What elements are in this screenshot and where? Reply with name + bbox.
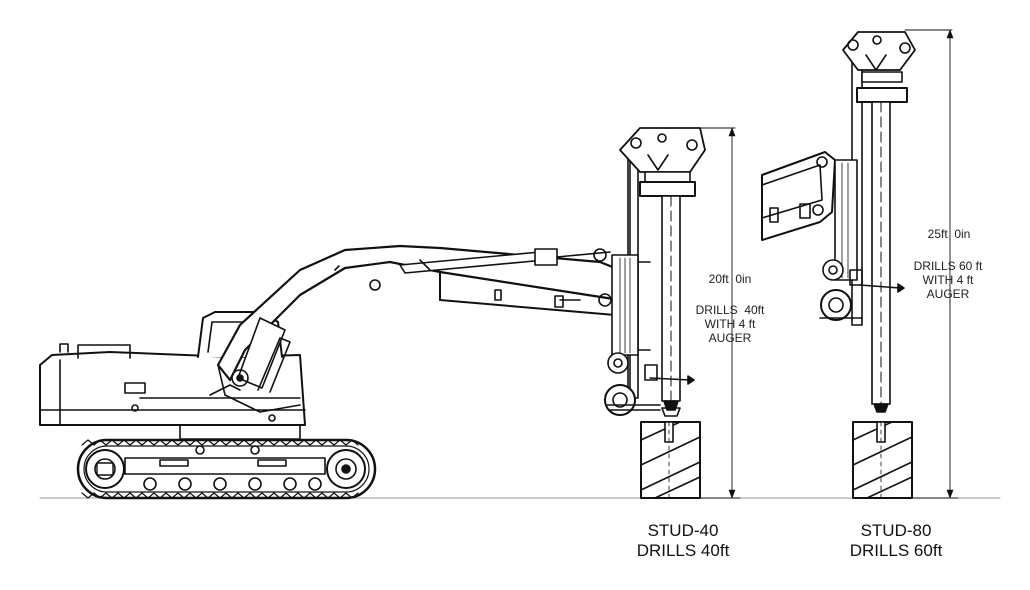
stud-80-model-name: STUD-80 (860, 521, 932, 540)
excavator-boom (209, 244, 622, 413)
stud-80-drill-note: DRILLS 60 ft WITH 4 ft AUGER (906, 259, 990, 301)
stud-80-drill-depth: DRILLS 60ft (849, 541, 943, 560)
stud-80-caption: STUD-80 DRILLS 60ft (831, 521, 961, 561)
stud-80-note-line-2: WITH 4 ft (922, 273, 974, 287)
stud-40-note-line-3: AUGER (708, 331, 752, 345)
excavator-carrier (39, 244, 622, 500)
stud-40-drill-note: DRILLS 40ft WITH 4 ft AUGER (688, 303, 772, 345)
stud-80-note-line-3: AUGER (926, 287, 970, 301)
stud-40-note-line-2: WITH 4 ft (704, 317, 756, 331)
stud-80-height-label: 25ft 0in (927, 227, 971, 241)
crawler-track (76, 438, 377, 500)
stud-40-height-label: 20ft 0in (708, 272, 752, 286)
swing-bearing (179, 424, 301, 440)
stud-40-note-line-1: DRILLS 40ft (695, 303, 765, 317)
stud-40-drill (604, 127, 741, 499)
stud-40-caption: STUD-40 DRILLS 40ft (618, 521, 748, 561)
stud-40-model-name: STUD-40 (647, 521, 719, 540)
stud-80-note-line-1: DRILLS 60 ft (913, 259, 983, 273)
stud-40-drill-depth: DRILLS 40ft (636, 541, 730, 560)
stud-80-drill (761, 29, 959, 499)
